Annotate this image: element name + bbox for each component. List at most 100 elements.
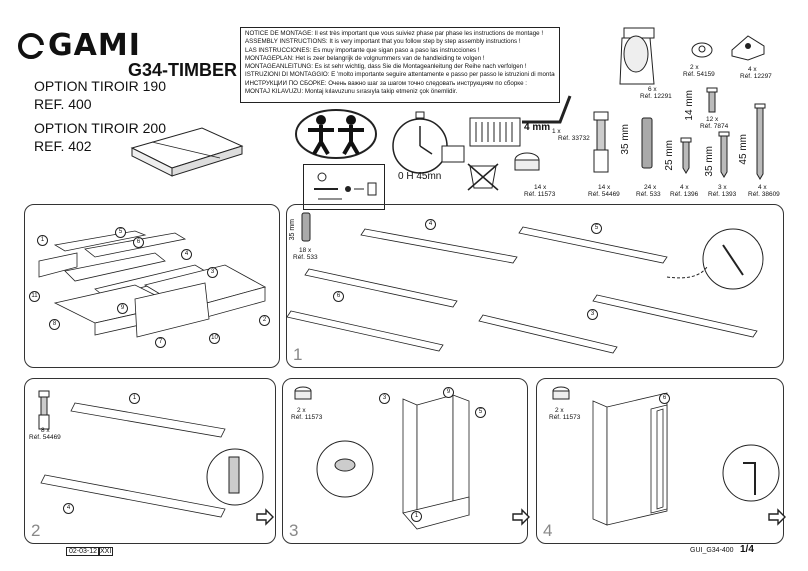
hw-ref: Réf. 12297 [740, 73, 772, 80]
dowel-qty: 18 x [299, 247, 312, 254]
part-callout: 3 [379, 393, 390, 404]
hw-qty: 12 x [706, 116, 719, 123]
notice-line: ISTRUZIONI DI MONTAGGIO: E 'molto import… [245, 71, 555, 79]
hw-dim: 25 mm [664, 140, 675, 171]
hw-ref: Réf. 7874 [700, 123, 729, 130]
step4-panel: 2 x Réf. 11573 6 4 [536, 378, 784, 544]
hw-ref: Réf. 54469 [588, 191, 620, 198]
option2-ref: REF. 402 [34, 138, 92, 154]
hw-ref: Réf. 533 [636, 191, 661, 198]
part-callout: 5 [591, 223, 602, 234]
hw-ref: Réf. 12291 [640, 93, 672, 100]
part-callout: 4 [63, 503, 74, 514]
part-callout: 3 [587, 309, 598, 320]
part-callout: 1 [411, 511, 422, 522]
step-number: 4 [543, 521, 553, 540]
assembly-notice: NOTICE DE MONTAGE: Il est très important… [240, 27, 560, 103]
footer-date: 02-03-12 [66, 547, 101, 556]
hw-dim: 14 mm [684, 90, 695, 121]
part-callout: 6 [659, 393, 670, 404]
allen-key-icon [522, 95, 572, 124]
hw-ref: Réf. 38609 [748, 191, 780, 198]
part-callout: 9 [443, 387, 454, 398]
step-number: 2 [31, 521, 41, 540]
drawer-illustration [130, 127, 244, 177]
caster-wheel-icon [619, 27, 655, 85]
model-name: G34-TIMBER [128, 60, 238, 80]
part-callout: 2 [259, 315, 270, 326]
hw-ref: Réf. 11573 [524, 191, 556, 198]
page-number: 1/4 [740, 544, 754, 555]
part-callout: 7 [155, 337, 166, 348]
hw-qty: 2 x [690, 64, 699, 71]
hw-qty: 14 x [534, 184, 547, 191]
part-callout: 4 [425, 219, 436, 230]
hw-ref: Réf. 33732 [558, 135, 590, 142]
part-callout: 10 [209, 333, 220, 344]
notice-line: ИНСТРУКЦИИ ПО СБОРКЕ: Очень важно шаг за… [245, 79, 527, 87]
bracket-icon [731, 35, 765, 61]
step2-drawing [40, 402, 264, 518]
part-callout: 11 [29, 291, 40, 302]
screw-35-icon [718, 131, 730, 178]
part-callout: 4 [181, 249, 192, 260]
step1-panel: 35 mm 18 x Réf. 533 4 5 6 3 1 [286, 204, 784, 368]
step2-panel: 8 x Réf. 54469 1 4 2 [24, 378, 276, 544]
step1-drawing [286, 226, 764, 354]
hw-ref: Réf. 1393 [708, 191, 737, 198]
parts-tray-icon [441, 117, 521, 191]
cam-bolt-icon [38, 390, 50, 430]
screw-45-icon [754, 103, 766, 180]
step4-qty: 2 x [555, 407, 564, 414]
option2-title: OPTION TIROIR 200 [34, 120, 166, 136]
notice-line: MONTAGEANLEITUNG: Es ist sehr wichtig, d… [245, 63, 527, 71]
part-callout: 1 [129, 393, 140, 404]
hw-ref: Réf. 54159 [683, 71, 715, 78]
brand-name: GAMI [48, 28, 141, 63]
dowel-icon [301, 212, 311, 242]
step3-drawing [316, 394, 470, 530]
screw-25-icon [680, 137, 692, 174]
step3-qty: 2 x [297, 407, 306, 414]
hw-dim: 45 mm [738, 134, 749, 165]
notice-line: NOTICE DE MONTAGE: Il est très important… [245, 30, 544, 37]
notice-line: MONTAGEPLAN: Het is zeer belangrijk de v… [245, 54, 485, 62]
part-callout: 6 [333, 291, 344, 302]
hw-qty: 4 x [758, 184, 767, 191]
part-callout: 6 [133, 237, 144, 248]
dowel-icon [641, 117, 653, 169]
nut-icon [691, 42, 713, 58]
hw-qty: 4 x [748, 66, 757, 73]
cam-bolt-icon [593, 111, 609, 173]
step4-drawing [592, 392, 780, 526]
footer-doc-id: GUI_G34-400 [690, 547, 734, 554]
hw-dim: 35 mm [620, 124, 631, 155]
step2-qty: 8 x [41, 427, 50, 434]
part-callout: 9 [117, 303, 128, 314]
step3-ref: Réf. 11573 [291, 414, 323, 421]
hw-dim-4mm: 4 mm [524, 122, 551, 133]
part-callout: 1 [37, 235, 48, 246]
hw-qty: 6 x [648, 86, 657, 93]
dowel-ref: Réf. 533 [293, 254, 318, 261]
part-callout: 5 [115, 227, 126, 238]
gami-g-icon [18, 32, 44, 59]
step4-ref: Réf. 11573 [549, 414, 581, 421]
next-step-arrow-icon [768, 508, 786, 526]
hw-qty: 4 x [680, 184, 689, 191]
hw-dim: 35 mm [704, 146, 715, 177]
hw-qty: 1 x [552, 128, 561, 135]
hw-qty: 24 x [644, 184, 657, 191]
option1-title: OPTION TIROIR 190 [34, 78, 166, 94]
cam-lock-icon [552, 386, 570, 400]
part-callout: 5 [475, 407, 486, 418]
hw-qty: 3 x [718, 184, 727, 191]
exploded-view-panel: 1 5 6 4 3 11 2 8 9 7 10 [24, 204, 280, 368]
part-callout: 3 [207, 267, 218, 278]
step2-ref: Réf. 54469 [29, 434, 61, 441]
assembly-time: 0 H 45mn [398, 171, 442, 182]
step-number: 1 [293, 345, 303, 364]
two-person-assembly-icon [295, 109, 377, 159]
short-screw-icon [706, 87, 718, 113]
tools-box [303, 164, 385, 210]
